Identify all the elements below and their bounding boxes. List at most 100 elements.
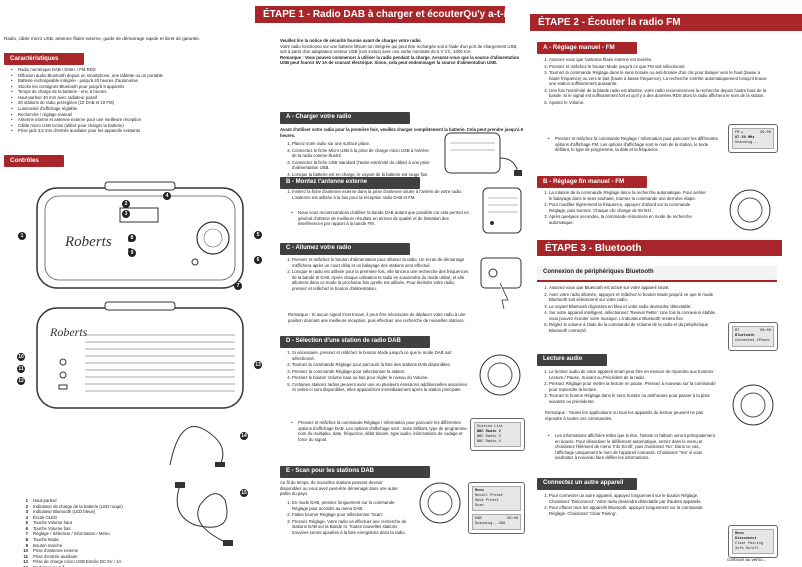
- menu-lcd: Menu Disconnect Clear Pairing Info Scrol…: [728, 525, 778, 559]
- section-e-step: Pressez Réglage. Votre radio va effectue…: [292, 519, 409, 536]
- charging-illustration: [440, 128, 525, 178]
- fm-a-step: Pressez et relâchez le bouton Mode jusqu…: [549, 64, 771, 70]
- spec-item: 20 stations de radio préréglées (10 DAB …: [11, 100, 268, 106]
- section-d-title: D - Sélection d'une station de radio DAB: [280, 336, 430, 348]
- section-d-step: Si nécessaire, pressez et relâchez le bo…: [292, 350, 469, 361]
- scan-lcd-l3: Save Preset: [475, 498, 499, 503]
- continued-note: continué au verso...: [727, 557, 767, 562]
- step3-banner: ÉTAPE 3 - Bluetooth: [537, 240, 782, 256]
- part-number: 2: [25, 503, 28, 509]
- callout-12: 12: [17, 377, 25, 385]
- logo-back-text: Roberts: [50, 325, 88, 339]
- play-step: Tournez le bouton Réglage dans le sens h…: [549, 393, 719, 404]
- part-item: 2 Indicateur de charge de la batterie (LE…: [18, 504, 170, 510]
- part-item: 1 Haut-parleur: [18, 498, 170, 504]
- fm-a-bullet-item: Pressez et relâchez la commande Réglage …: [548, 136, 720, 153]
- callout-3: 3: [122, 210, 130, 218]
- antenna-back-illustration: [480, 183, 525, 238]
- fm-b-title: B - Réglage fin manuel - FM: [537, 176, 647, 189]
- safety-notice: Veuillez lire la notice de sécurité four…: [280, 38, 525, 66]
- fm-a-steps: Assurez-vous que l'antenne filaire exter…: [541, 57, 771, 107]
- callout-6: 6: [254, 256, 262, 264]
- part-number: 4: [25, 514, 28, 520]
- safety-body: Votre radio fonctionne sur une batterie …: [280, 43, 518, 55]
- part-number: 9: [25, 542, 28, 548]
- spec-item: Câble micro USB inclus (utilisé pour cha…: [11, 123, 268, 129]
- parts-list: 1 Haut-parleur 2 Indicateur de charge de la…: [10, 498, 170, 567]
- scan-lcd-l6: Scanning...288: [475, 522, 506, 527]
- logo-front-text: Roberts: [65, 234, 112, 250]
- fm-lcd-row: FM ▸09:00: [735, 131, 771, 136]
- section-c-steps: Pressez et relâchez le bouton d'alimenta…: [284, 257, 469, 292]
- fm-tune-illustration: [725, 185, 775, 235]
- menu-lcd-screen: Menu Disconnect Clear Pairing Info Scrol…: [732, 529, 774, 555]
- section-b-steps: Insérez la fiche d'antenne externe dans …: [284, 189, 474, 201]
- section-c-note: Remarque : Si aucun signal n'est trouvé,…: [288, 312, 466, 323]
- fm-lcd-l3: Scanning...: [735, 140, 759, 145]
- specs-list: Radio numérique DAB / DAB+ / FM RDSDiffu…: [8, 67, 268, 134]
- spec-item: Temps de charge de la batterie - env. 6 …: [11, 89, 268, 95]
- bt-lcd-l2: Bluetooth: [735, 333, 755, 338]
- part-number: 6: [25, 525, 28, 531]
- menu-lcd-l2: Disconnect: [735, 536, 757, 541]
- bt-pair-step: Réglez le volume à l'aide de la commande…: [549, 322, 721, 333]
- section-d-step: Pressez le bouton Volume haut ou bas pou…: [292, 375, 469, 381]
- station-list-lcd: Station List BBC Radio 2 BBC Radio 3 BBC…: [470, 418, 525, 452]
- bt-pair-title: Connexion de périphériques Bluetooth: [537, 266, 777, 282]
- bt-pair-step: Sur votre appareil intelligent, sélectio…: [549, 310, 721, 321]
- spec-item: Recherche / réglage manuel: [11, 112, 268, 118]
- section-a-step: Connectez la fiche USB standard (l'autre…: [292, 160, 434, 171]
- part-label: Prise de charge micro USB Entrée DC 5V /…: [33, 559, 122, 565]
- part-number: 1: [25, 498, 28, 503]
- part-label: Haut-parleur: [33, 498, 57, 503]
- callout-8: 8: [128, 234, 136, 242]
- section-a-step: Placez votre radio sur une surface plane…: [292, 141, 434, 147]
- part-number: 5: [25, 520, 28, 526]
- scan-lcd-l5: DAB: [475, 517, 482, 522]
- spec-item: Radio numérique DAB / DAB+ / FM RDS: [11, 67, 268, 73]
- section-d-step: Certaines stations radios peuvent avoir …: [292, 382, 469, 393]
- station-lcd-l3: BBC Radio 3: [477, 434, 501, 439]
- bt-pair-steps: Assurez-vous que Bluetooth est activé su…: [541, 285, 721, 335]
- part-label: Réglage / Sélection / Information / Menu: [33, 531, 110, 537]
- play-steps: Le lecteur audio de votre appareil smart…: [541, 369, 719, 405]
- station-lcd-l2: BBC Radio 2: [477, 429, 501, 434]
- section-d-steps: Si nécessaire, pressez et relâchez le bo…: [284, 350, 469, 394]
- section-a-intro: Avant d'utiliser votre radio pour la pre…: [280, 127, 524, 138]
- fm-lcd-l2: 87.50 MHz: [735, 135, 755, 140]
- fm-b-step: La rotation de la commande Réglage lance…: [549, 190, 706, 201]
- part-label: Indicateur de charge de la batterie (LED…: [33, 503, 123, 509]
- section-c-step: Pressez et relâchez le bouton d'alimenta…: [292, 257, 469, 268]
- callout-7: 7: [234, 282, 242, 290]
- callout-2: 2: [122, 200, 130, 208]
- part-number: 12: [23, 559, 28, 565]
- section-a-title: A - Charger votre radio: [280, 112, 410, 124]
- intro-text: Radio, câble micro USB, antenne filaire …: [4, 36, 201, 41]
- part-label: Touche Volume haut: [33, 520, 72, 526]
- fm-b-step: Après quelques secondes, la commande ret…: [549, 214, 706, 225]
- fm-a-step: Assurez-vous que l'antenne filaire exter…: [549, 57, 771, 63]
- radio-back-illustration: [35, 300, 245, 412]
- station-lcd-screen: Station List BBC Radio 2 BBC Radio 3 BBC…: [474, 422, 521, 448]
- play-note: Remarque : Toutes les applications ou to…: [545, 410, 704, 421]
- fm-a-step: Ajustez le Volume.: [549, 100, 771, 106]
- spec-item: Batterie rechargeable intégrée - jusqu'à…: [11, 78, 268, 84]
- controls-title: Contrôles: [4, 155, 64, 168]
- section-b-title: B - Montez l'antenne externe: [280, 177, 420, 189]
- other-device-title: Connectez un autre appareil: [537, 478, 637, 490]
- spec-item: Haut-parleur 40 mm avec radiateur passif: [11, 95, 268, 101]
- bt-pair-step: Avec votre radio allumée, appuyez et rel…: [549, 292, 721, 303]
- callout-10: 10: [17, 353, 25, 361]
- section-b-step: Insérez la fiche d'antenne externe dans …: [292, 189, 474, 200]
- callout-9: 9: [128, 249, 136, 257]
